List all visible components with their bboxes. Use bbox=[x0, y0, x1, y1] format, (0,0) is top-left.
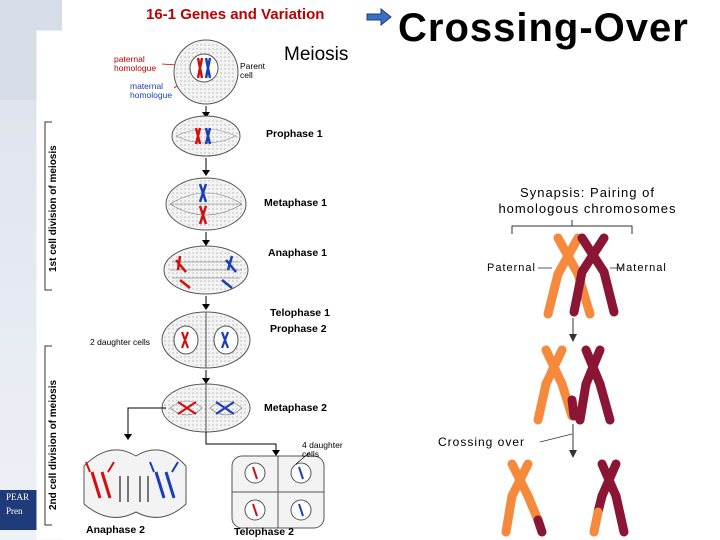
metaphase1-cell bbox=[165, 177, 247, 231]
stage-prophase2: Prophase 2 bbox=[270, 323, 327, 335]
division-brackets bbox=[44, 121, 52, 526]
maternal-homologue-label: maternal homologue bbox=[130, 81, 173, 100]
meiosis-title: Meiosis bbox=[284, 44, 349, 65]
stage-anaphase2: Anaphase 2 bbox=[86, 524, 145, 536]
telophase1-cell bbox=[161, 311, 251, 369]
second-division-label: 2nd cell division of meiosis bbox=[48, 379, 59, 510]
synapsis-title: Synapsis: Pairing of homologous chromoso… bbox=[498, 185, 677, 216]
parent-cell bbox=[173, 39, 239, 105]
synapsed-chromosomes bbox=[533, 345, 615, 425]
publisher-line1: PEAR bbox=[6, 492, 30, 502]
stage-telophase1: Telophase 1 bbox=[270, 307, 330, 319]
publisher-logo: PEAR Pren bbox=[0, 490, 40, 530]
paternal-homologue-label: paternal homologue bbox=[114, 54, 157, 73]
stage-metaphase2: Metaphase 2 bbox=[264, 402, 328, 414]
stage-prophase1: Prophase 1 bbox=[266, 128, 323, 140]
stage-anaphase1: Anaphase 1 bbox=[268, 247, 327, 259]
telophase2-cell bbox=[231, 455, 325, 529]
prophase1-cell bbox=[171, 115, 241, 157]
synapsis-chromosomes bbox=[543, 233, 619, 319]
parent-cell-label: Parent cell bbox=[240, 61, 266, 80]
paternal-label: Paternal bbox=[487, 262, 536, 274]
crossing-over-diagram bbox=[501, 220, 633, 537]
metaphase2-cell bbox=[161, 383, 251, 433]
meiosis-diagram bbox=[83, 39, 325, 529]
anaphase2-cell bbox=[83, 449, 187, 518]
four-daughter-cells-label: 4 daughter cells bbox=[302, 440, 343, 459]
stage-telophase2: Telophase 2 bbox=[234, 526, 294, 538]
section-title: 16-1 Genes and Variation bbox=[146, 6, 325, 23]
stage-metaphase1: Metaphase 1 bbox=[264, 197, 328, 209]
right-arrow-icon bbox=[366, 8, 392, 26]
publisher-line2: Pren bbox=[6, 506, 23, 516]
first-division-label: 1st cell division of meiosis bbox=[48, 145, 59, 272]
crossing-over-label: Crossing over bbox=[438, 435, 526, 449]
recombined-chromosomes bbox=[501, 459, 629, 537]
maternal-label: Maternal bbox=[616, 262, 667, 274]
two-daughter-cells-label: 2 daughter cells bbox=[90, 337, 151, 347]
anaphase1-cell bbox=[163, 245, 249, 295]
page-title: Crossing-Over bbox=[398, 6, 689, 50]
